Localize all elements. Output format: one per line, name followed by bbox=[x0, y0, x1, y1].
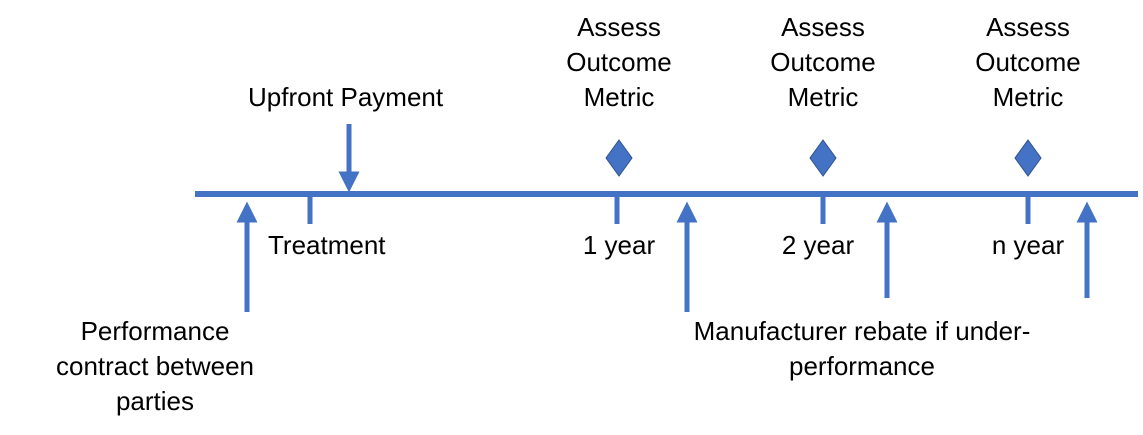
year-label-2: 2 year bbox=[781, 230, 855, 260]
assess-label-1: Assess Outcome Metric bbox=[566, 12, 672, 112]
performance-contract-label: Performance contract between parties bbox=[55, 316, 254, 416]
year-label-n: n year bbox=[991, 230, 1065, 260]
assess-label-2: Assess Outcome Metric bbox=[770, 12, 876, 112]
upfront-payment-label: Upfront Payment bbox=[248, 82, 444, 112]
rebate-label: Manufacturer rebate if under- performanc… bbox=[693, 316, 1031, 381]
treatment-label: Treatment bbox=[268, 230, 386, 260]
milestone-2-diamond-icon bbox=[809, 139, 837, 177]
milestone-1-diamond-icon bbox=[605, 139, 633, 177]
assess-label-n: Assess Outcome Metric bbox=[975, 12, 1081, 112]
year-label-1: 1 year bbox=[582, 230, 656, 260]
milestone-n-diamond-icon bbox=[1014, 139, 1042, 177]
